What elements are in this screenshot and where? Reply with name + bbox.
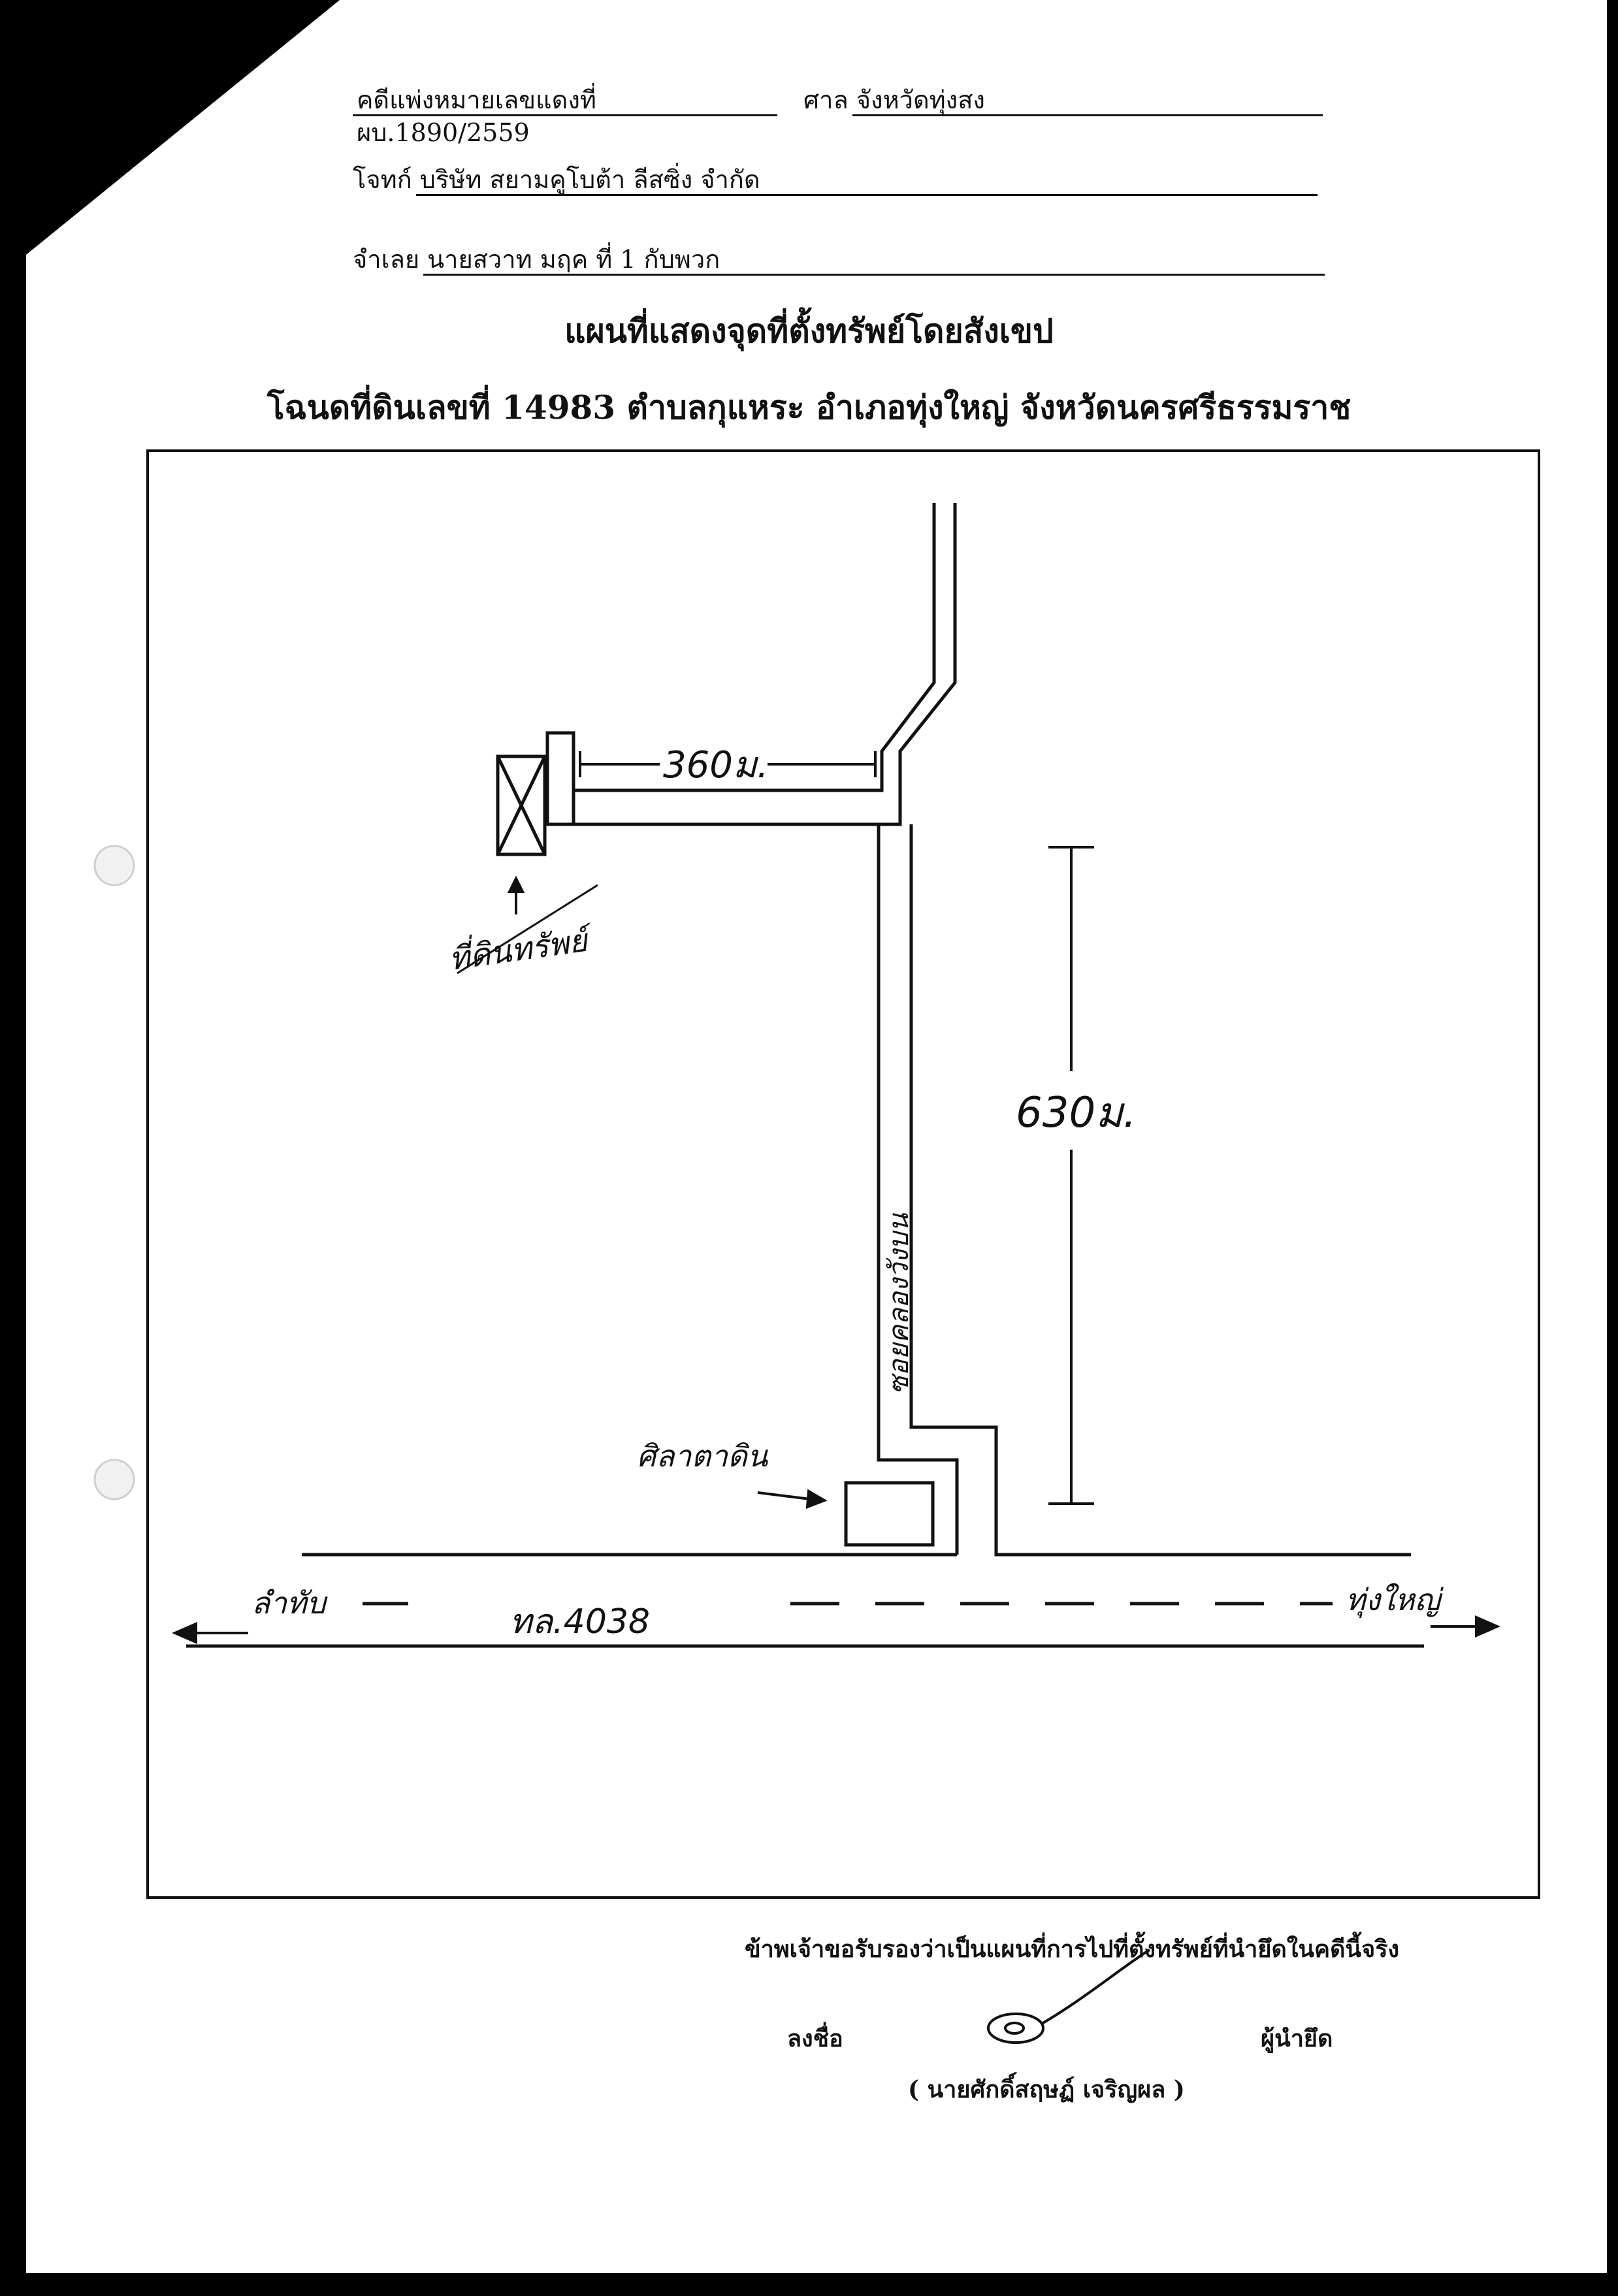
plaintiff-row: โจทก์ บริษัท สยามคูโบต้า ลีสซิ่ง จำกัด: [353, 157, 1318, 196]
landmark-label: ศิลาตาดิน: [637, 1438, 769, 1474]
dimension-630: [1048, 846, 1094, 1505]
plaintiff-name: บริษัท สยามคูโบต้า ลีสซิ่ง จำกัด: [415, 163, 1318, 196]
property-marker: [496, 731, 575, 856]
right-direction-arrow: [1431, 1615, 1500, 1638]
deed-title: โฉนดที่ดินเลขที่ 14983 ตำบลกุแหระ อำเภอท…: [267, 388, 1351, 427]
sign-label: ลงชื่อ: [787, 2025, 843, 2052]
court-name: จังหวัดทุ่งสง: [852, 84, 1323, 116]
plaintiff-label: โจทก์: [353, 165, 412, 194]
access-road: [572, 503, 957, 826]
landmark-arrow: [757, 1489, 828, 1510]
distance-right-label: 630ม.: [1016, 1089, 1137, 1137]
property-arrow: [507, 875, 525, 914]
right-direction-label: ทุ่งใหญ่: [1346, 1582, 1444, 1618]
signature-mark: [987, 1948, 1151, 2044]
property-underline: [457, 884, 598, 975]
paper-page: [26, 0, 1607, 2273]
landmark-box: [844, 1481, 935, 1547]
main-road-label: ทล.4038: [510, 1602, 650, 1641]
defendant-row: จำเลย นายสวาท มฤค ที่ 1 กับพวก: [353, 236, 1325, 276]
side-road-label: ซอยคลองวังบน: [882, 1212, 914, 1395]
case-label: คดีแพ่งหมายเลขแดงที่: [357, 86, 596, 114]
case-number-field: คดีแพ่งหมายเลขแดงที่ ผบ.1890/2559: [353, 84, 777, 147]
defendant-name: นายสวาท มฤค ที่ 1 กับพวก: [423, 243, 1325, 276]
punch-hole-top: [93, 845, 135, 886]
defendant-label: จำเลย: [353, 245, 420, 274]
dimension-360: [579, 751, 877, 777]
left-direction-label: ลำทับ: [251, 1585, 328, 1621]
court-label: ศาล: [803, 86, 849, 114]
role-label: ผู้นำยึด: [1261, 2025, 1333, 2052]
left-direction-arrow: [172, 1621, 248, 1645]
side-lane: [877, 824, 1411, 1557]
certification-statement: ข้าพเจ้าขอรับรองว่าเป็นแผนที่การไปที่ตั้…: [745, 1935, 1400, 1963]
case-number-row: คดีแพ่งหมายเลขแดงที่ ผบ.1890/2559 ศาล จั…: [353, 77, 1323, 147]
signer-name: ( นายศักดิ์สฤษฏ์ เจริญผล ): [908, 2076, 1185, 2103]
main-road: [186, 1553, 1424, 1648]
case-number: ผบ.1890/2559: [357, 118, 530, 147]
map-title: แผนที่แสดงจุดที่ตั้งทรัพย์โดยสังเขป: [564, 312, 1054, 350]
distance-top-label: 360ม.: [663, 744, 769, 786]
punch-hole-bottom: [93, 1459, 135, 1500]
map-frame: [146, 449, 1540, 1899]
